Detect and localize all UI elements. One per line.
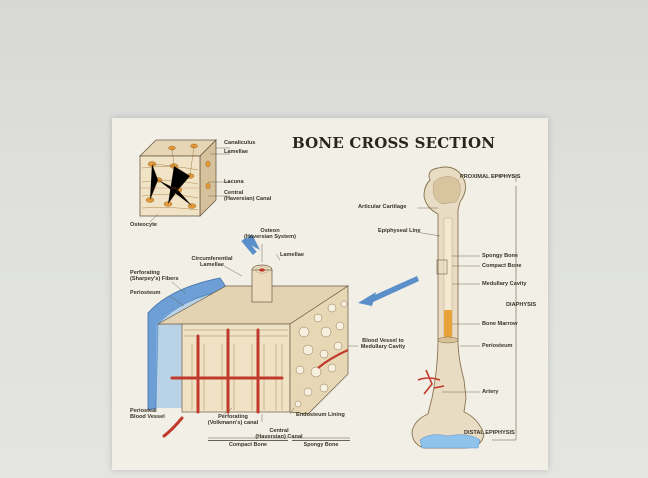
label-periosteum-right: Periosteum [482, 343, 513, 349]
label-compact-bone: Compact Bone [208, 440, 288, 448]
label-central-canal-bottom: Central (Haversian) Canal [255, 428, 303, 441]
label-endosteum-lining: Endosteum Lining [296, 412, 345, 418]
label-articular-cartilage: Articular Cartilage [358, 204, 407, 210]
label-diaphysis: DIAPHYSIS [506, 302, 537, 308]
label-distal-epiphysis: DISTAL EPIPHYSIS [464, 430, 515, 436]
label-osteon: Osteon (Haversian System) [244, 228, 296, 241]
label-medullary-cavity: Medullary Cavity [482, 281, 527, 287]
long-bone-illustration [411, 166, 517, 449]
leader-lines [149, 147, 480, 422]
label-perforating-canal: Perforating (Volkmann's) canal [207, 414, 259, 427]
label-proximal-epiphysis: PROXIMAL EPIPHYSIS [460, 174, 521, 180]
blue-arrow-center [358, 276, 419, 306]
osteocyte-network-illustration [139, 139, 217, 217]
blue-arrow-left [241, 234, 260, 255]
bone-illustration [139, 139, 517, 449]
label-osteocyte: Osteocyte [130, 222, 158, 228]
label-spongy-bone-right: Spongy Bone [482, 253, 519, 259]
label-lamellae-top: Lamellae [224, 149, 248, 155]
label-lamellae-mid: Lamellae [280, 252, 304, 258]
label-spongy-bone-bottom: Spongy Bone [292, 440, 350, 448]
label-circumferential-lamellae: Circumferential Lamellae [191, 256, 233, 269]
poster: BONE CROSS SECTION [112, 118, 548, 470]
page-title: BONE CROSS SECTION [292, 134, 496, 152]
label-periosteum-left: Periosteum [130, 290, 161, 296]
label-artery: Artery [482, 389, 499, 395]
label-lacuna: Lacuna [224, 179, 244, 185]
compact-bone-block-illustration [147, 264, 350, 438]
label-bone-marrow: Bone Marrow [482, 321, 518, 327]
label-central-canal-top: Central (Haversian) Canal [224, 190, 272, 203]
label-compact-bone-right: Compact Bone [482, 263, 522, 269]
label-blood-vessel-medullary: Blood Vessel to Medullary Cavity [360, 338, 406, 351]
label-periosteal-blood-vessel: Periosteal Blood Vessel [130, 408, 165, 421]
label-canaliculus: Canaliculus [224, 140, 256, 146]
label-epiphyseal-line: Epiphyseal Line [378, 228, 421, 234]
label-perforating-fibers: Perforating (Sharpey's) Fibers [130, 270, 179, 283]
